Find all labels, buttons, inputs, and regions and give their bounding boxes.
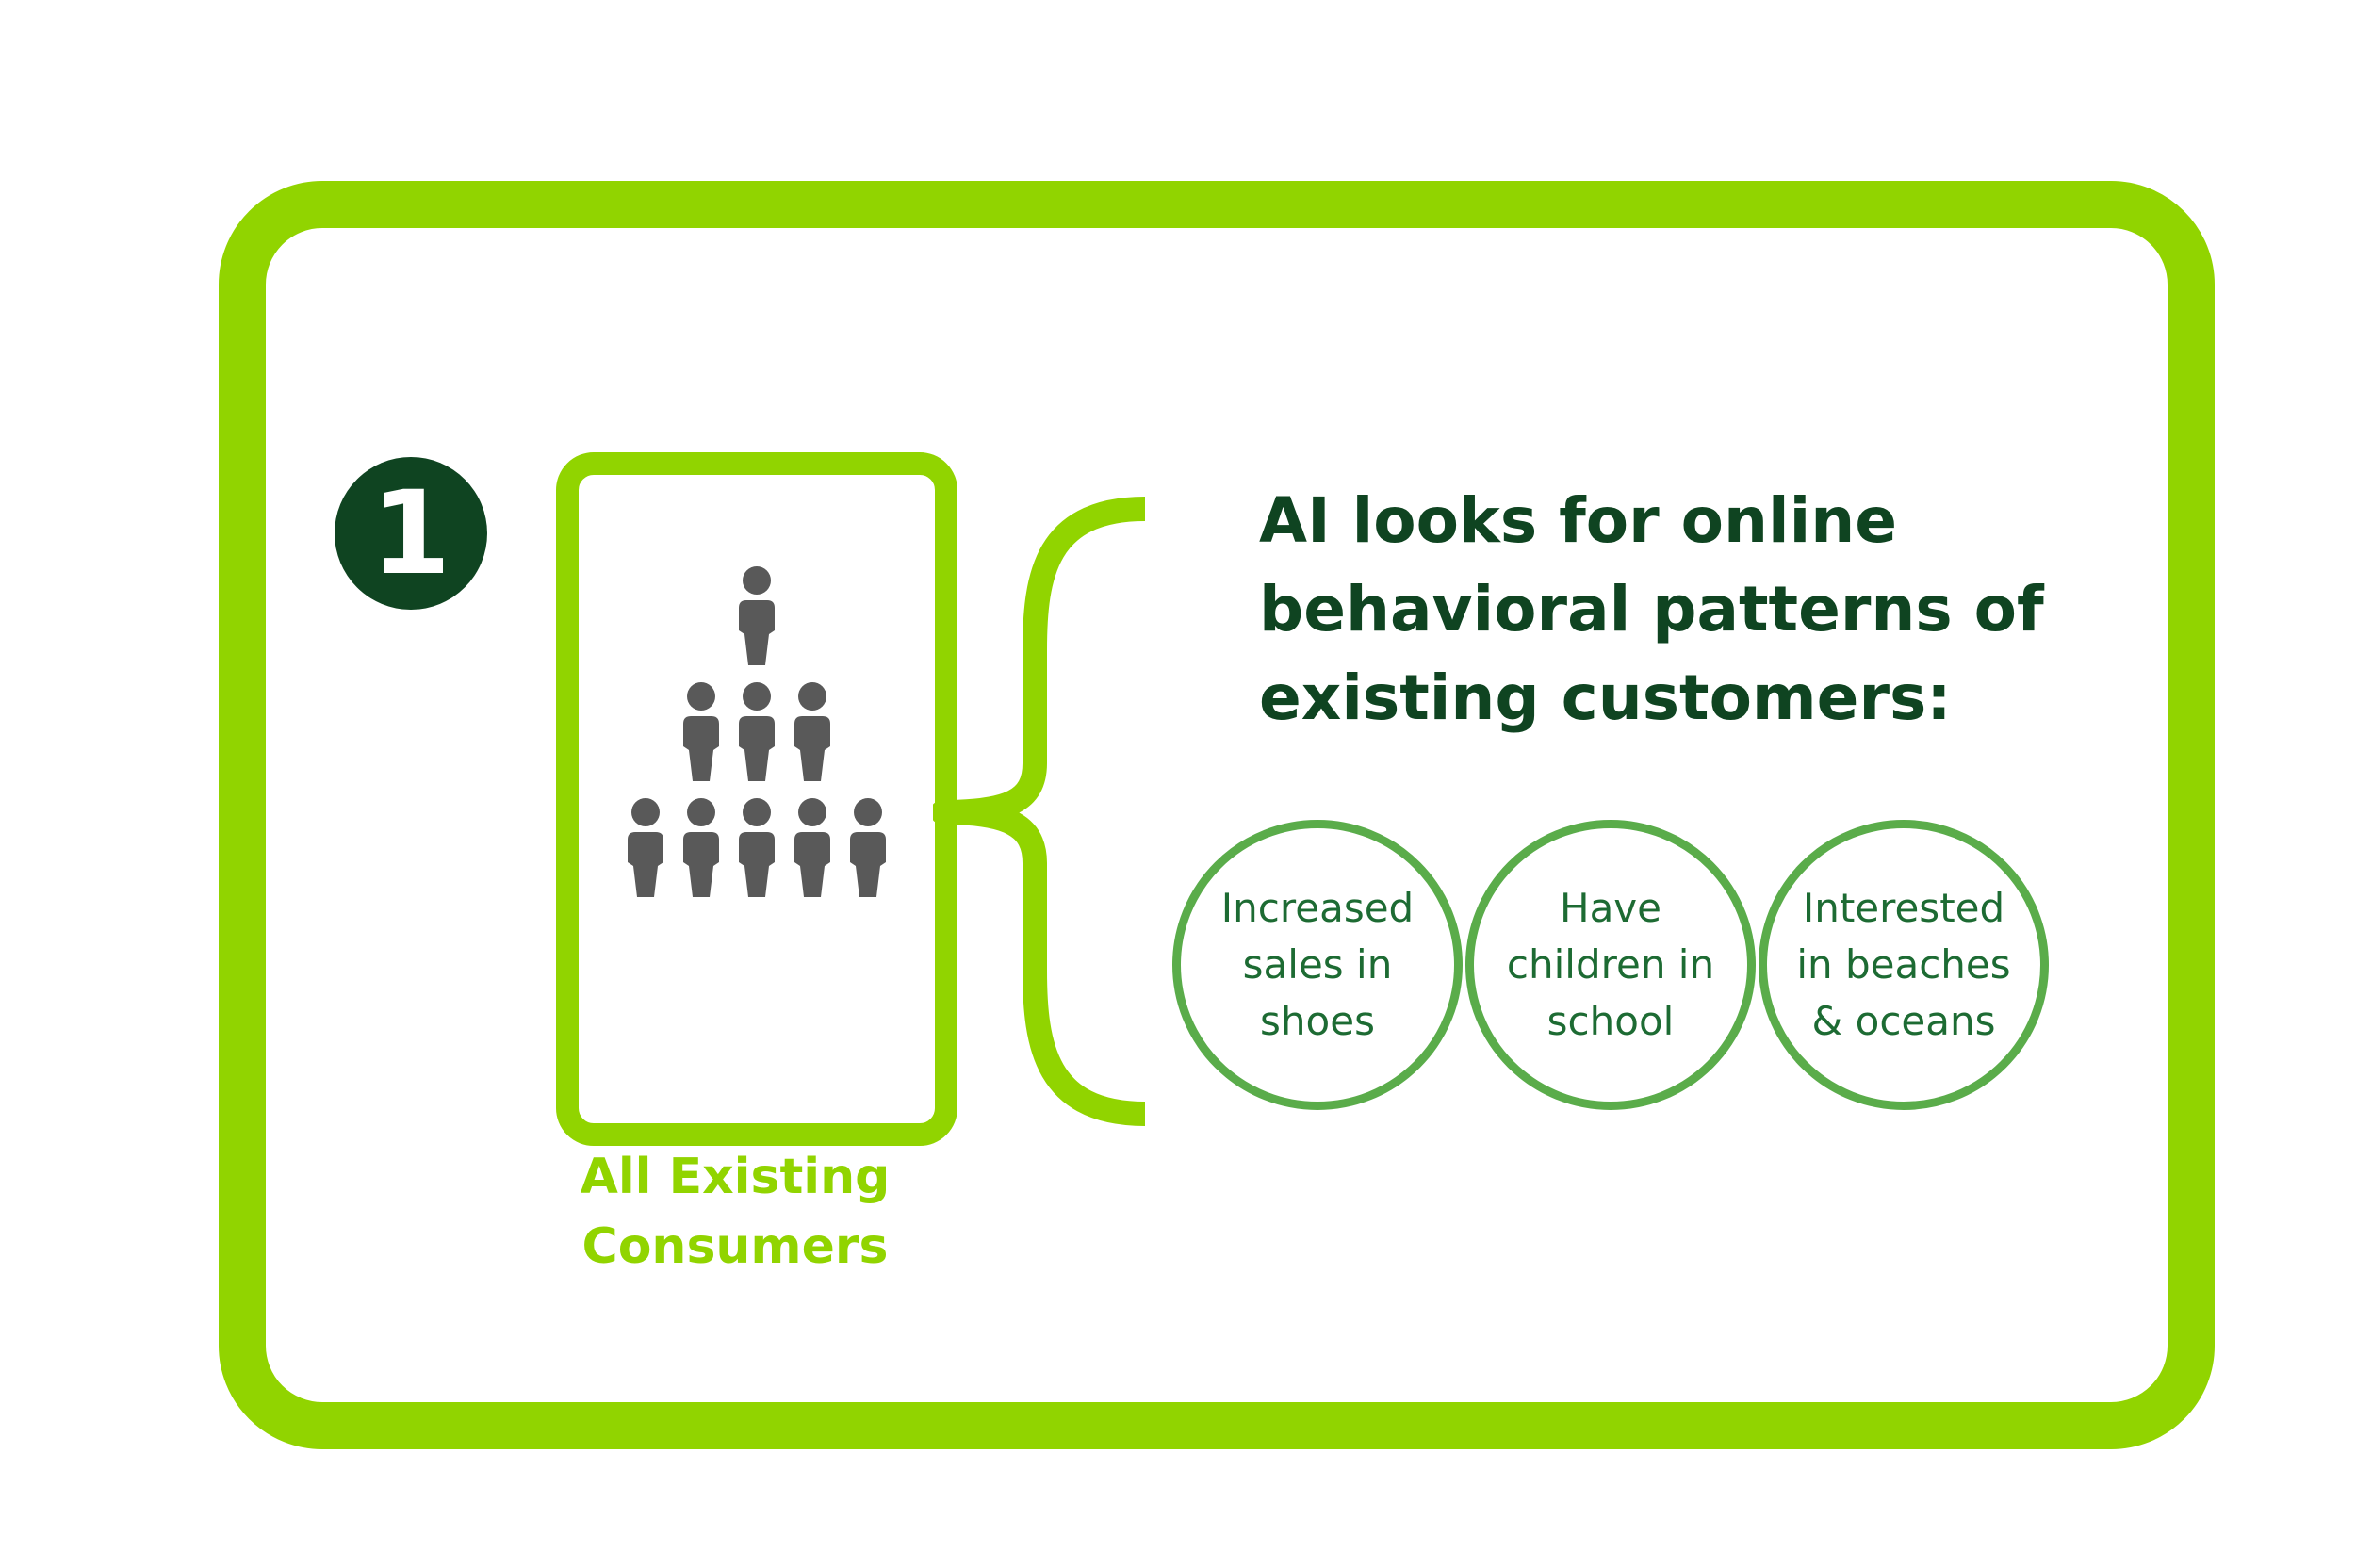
trait-text-line: shoes — [1260, 998, 1375, 1044]
consumer-label-line-2: Consumers — [581, 1218, 889, 1275]
person-icon — [794, 682, 830, 781]
person-icon — [794, 798, 830, 897]
headline-line-2: behavioral patterns of — [1259, 573, 2044, 645]
outer-frame — [219, 181, 2215, 1449]
person-icon — [683, 682, 719, 781]
trait-text-line: Interested — [1802, 885, 2005, 931]
trait-text-line: children in — [1506, 941, 1715, 988]
step-number: 1 — [370, 466, 451, 600]
trait-text-line: sales in — [1242, 941, 1393, 988]
person-icon — [850, 798, 886, 897]
headline-line-3: existing customers: — [1259, 662, 1952, 734]
curly-brace-icon — [933, 497, 1146, 1126]
trait-circle-beaches: Interested in beaches & oceans — [1759, 820, 2049, 1110]
person-icon — [683, 798, 719, 897]
consumer-label-line-1: All Existing — [580, 1149, 891, 1205]
trait-text-line: Increased — [1220, 885, 1415, 931]
person-icon — [739, 798, 775, 897]
person-icon — [628, 798, 663, 897]
trait-text-line: school — [1546, 998, 1675, 1044]
trait-circle-children: Have children in school — [1465, 820, 1756, 1110]
trait-circle-shoes: Increased sales in shoes — [1172, 820, 1463, 1110]
headline-line-1: AI looks for online — [1259, 484, 1897, 557]
person-icon — [739, 566, 775, 665]
people-pyramid-icon — [628, 566, 886, 897]
headline: AI looks for online behavioral patterns … — [1259, 477, 2070, 743]
person-icon — [739, 682, 775, 781]
trait-text-line: & oceans — [1811, 998, 1996, 1044]
trait-text-line: Have — [1559, 885, 1661, 931]
trait-text-line: in beaches — [1796, 941, 2011, 988]
consumer-group-box — [556, 452, 957, 1146]
consumer-group-label: All Existing Consumers — [528, 1142, 942, 1282]
step-number-badge: 1 — [335, 457, 487, 610]
